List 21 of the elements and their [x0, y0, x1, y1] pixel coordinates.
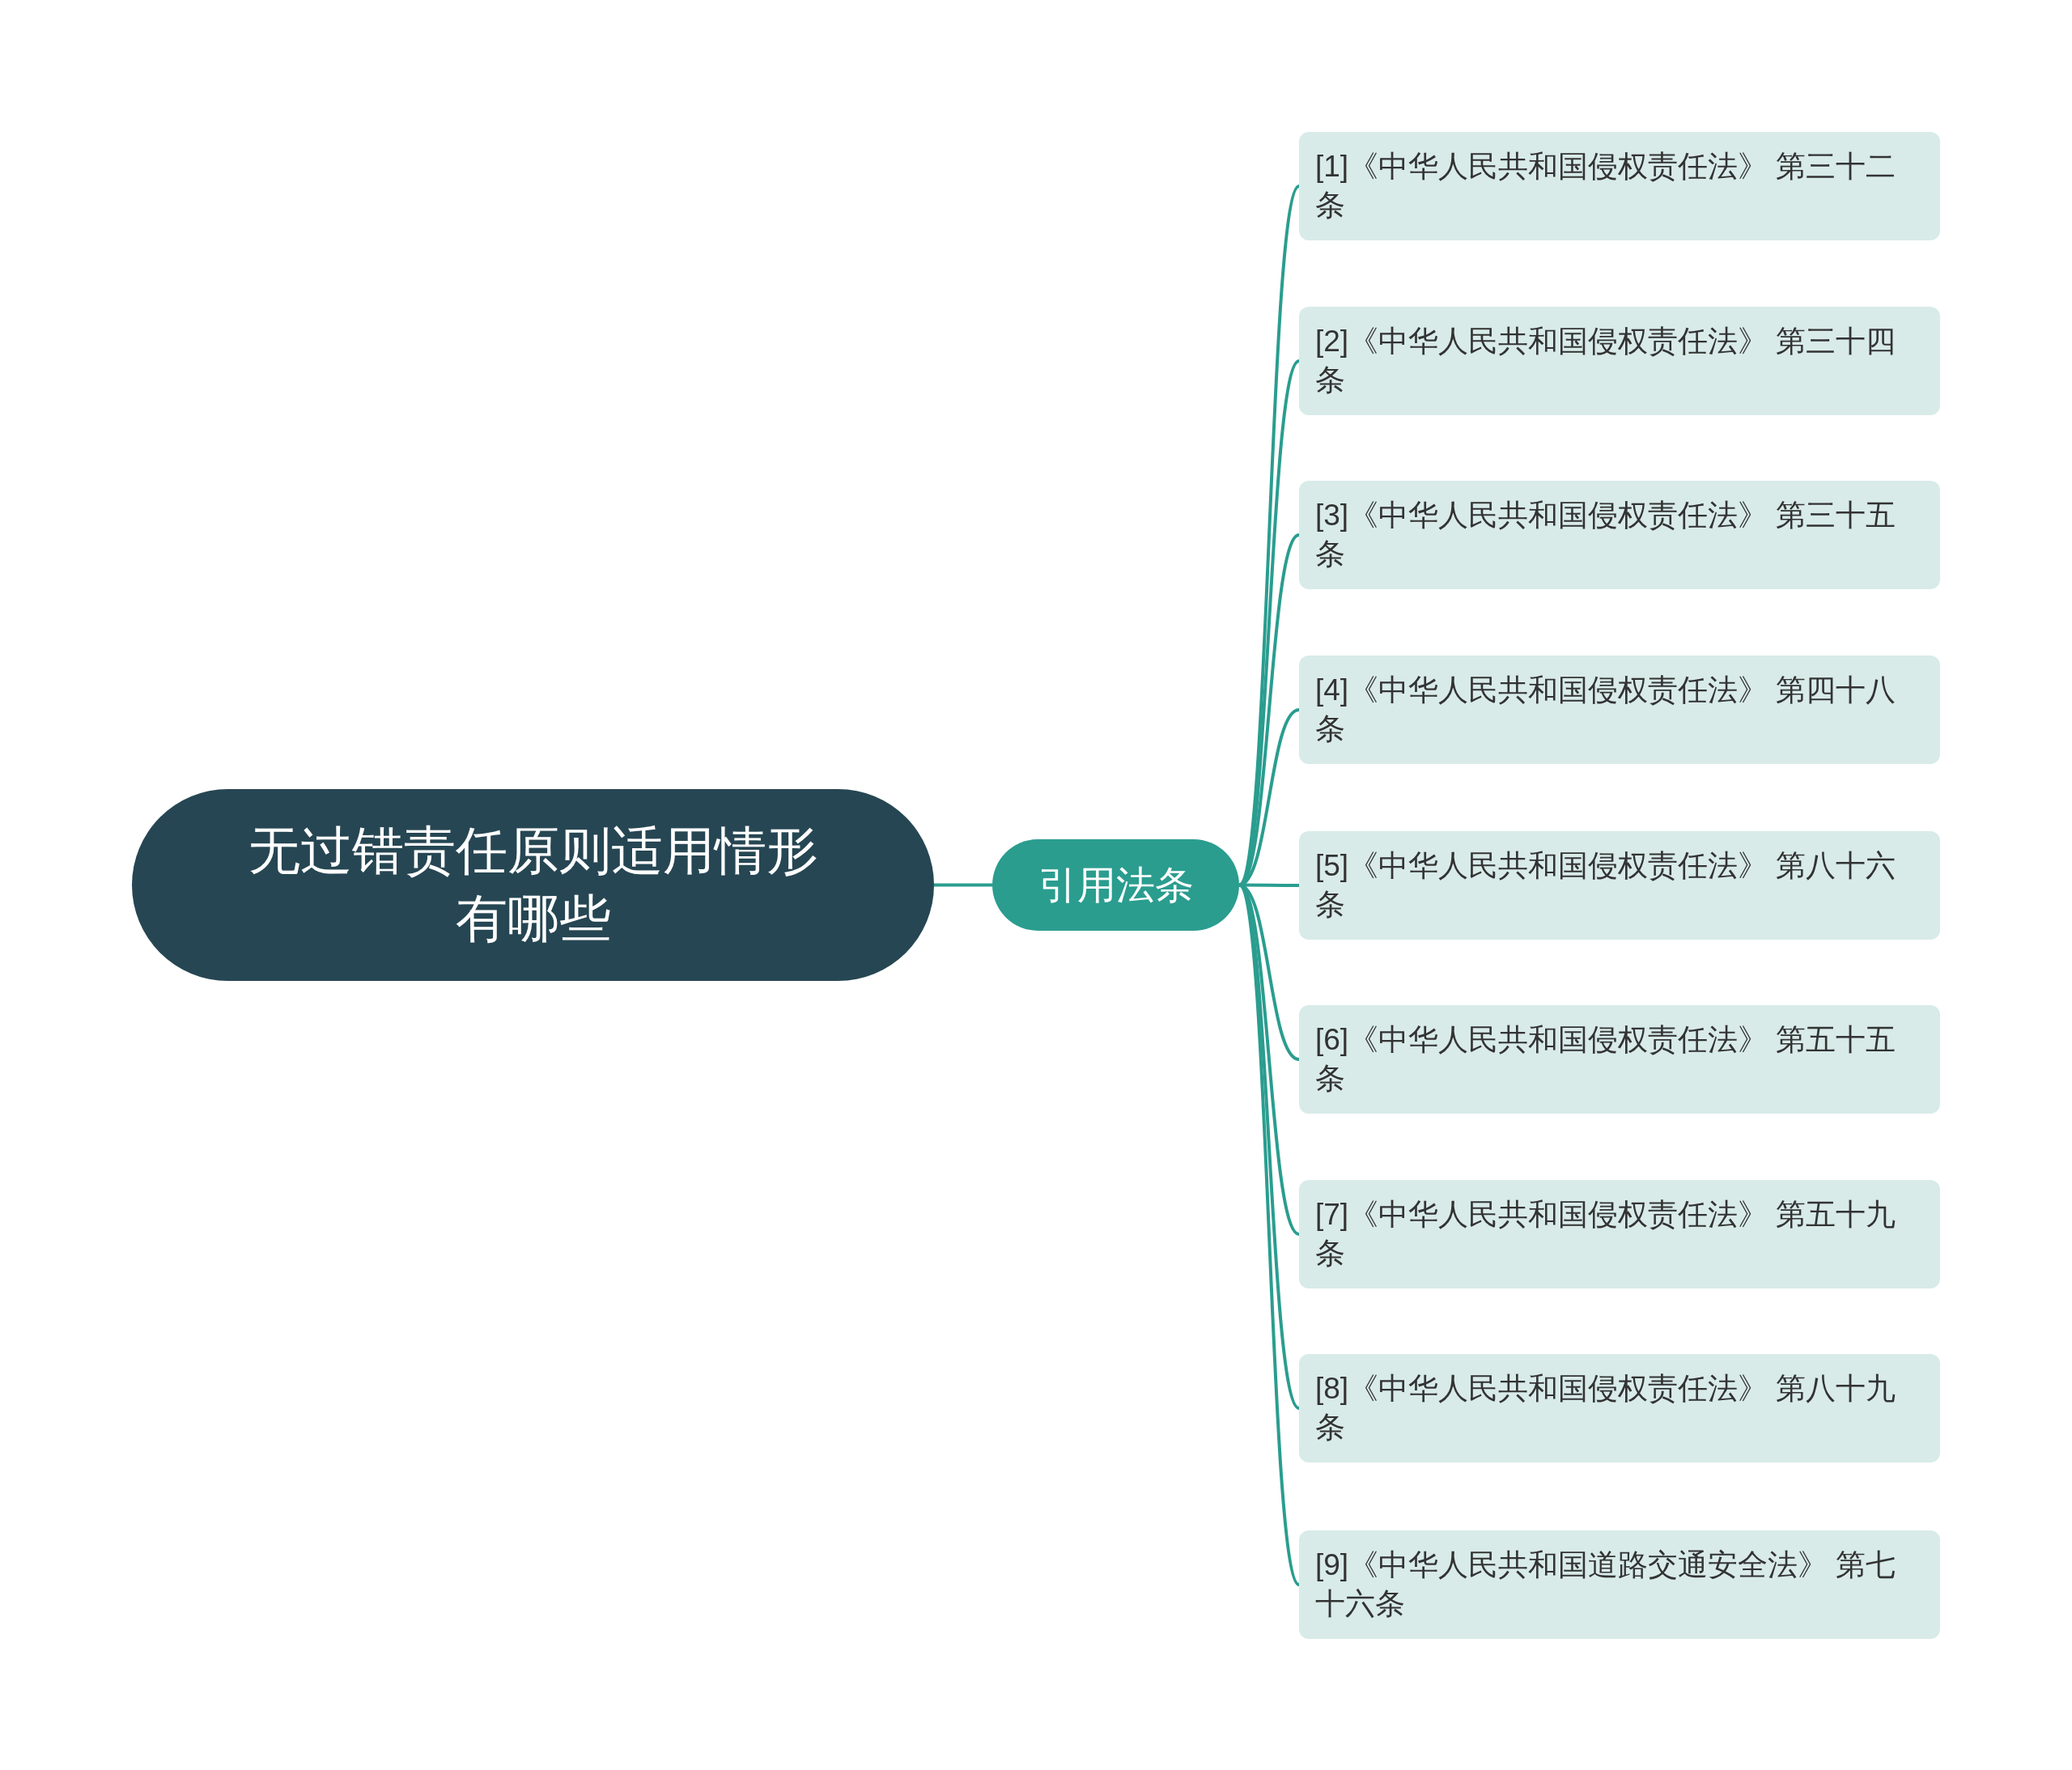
leaf-topic [1299, 656, 1940, 764]
topic-text: [1]《中华人民共和国侵权责任法》 第三十二条 [1315, 148, 1897, 223]
topic-text: [3]《中华人民共和国侵权责任法》 第三十五条 [1315, 497, 1897, 572]
leaf-topic [1299, 132, 1940, 240]
topic-text: [4]《中华人民共和国侵权责任法》 第四十八条 [1315, 672, 1897, 747]
topic-text: [2]《中华人民共和国侵权责任法》 第三十四条 [1315, 323, 1897, 398]
leaf-topic [1299, 307, 1940, 415]
leaf-topic [1299, 1180, 1940, 1288]
leaf-topic [1299, 831, 1940, 940]
topic-text: [5]《中华人民共和国侵权责任法》 第八十六条 [1315, 847, 1897, 923]
leaf-topic [1299, 1354, 1940, 1462]
leaf-topic [1299, 1530, 1940, 1639]
leaf-topic [1299, 481, 1940, 589]
topic-text: [6]《中华人民共和国侵权责任法》 第五十五条 [1315, 1021, 1897, 1097]
topic-text: 引用法条 [1038, 862, 1194, 908]
topic-text: [8]《中华人民共和国侵权责任法》 第八十九条 [1315, 1370, 1897, 1445]
topic-text: 无过错责任原则适用情形有哪些 [247, 821, 819, 949]
topic-text: [7]《中华人民共和国侵权责任法》 第五十九条 [1315, 1196, 1897, 1271]
topic-text: [9]《中华人民共和国道路交通安全法》 第七十六条 [1315, 1547, 1897, 1622]
leaf-topic [1299, 1005, 1940, 1114]
connector-line [934, 883, 992, 887]
